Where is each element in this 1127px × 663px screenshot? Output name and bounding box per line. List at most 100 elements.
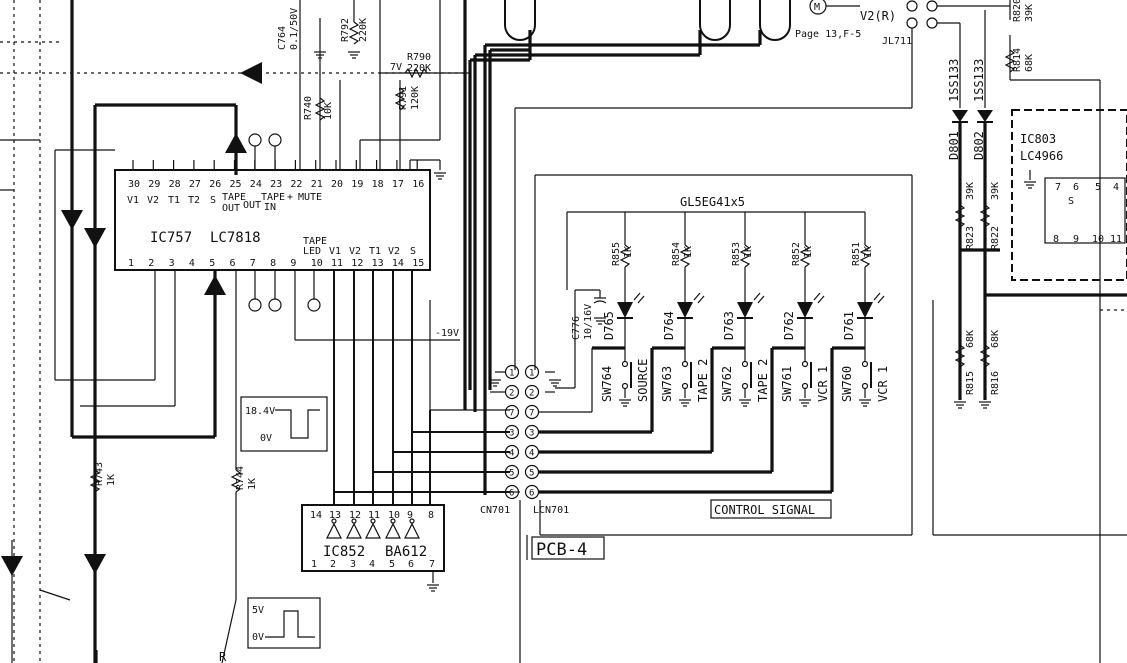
svg-text:R814: R814 — [1012, 48, 1023, 72]
ic852-part: BA612 — [385, 544, 427, 560]
connector-pin-number: 1 — [509, 369, 514, 379]
svg-text:0V: 0V — [252, 632, 264, 643]
right-section: 1SS133 1SS133 D801 D802 R823 39K R822 39… — [932, 0, 1127, 663]
svg-text:9: 9 — [1073, 234, 1079, 245]
svg-text:68K: 68K — [965, 330, 976, 348]
connector-pin-number: 5 — [509, 469, 514, 479]
svg-text:18.4V: 18.4V — [245, 406, 275, 417]
svg-text:R823: R823 — [965, 226, 976, 250]
ic852-pin-number: 10 — [388, 510, 400, 521]
control-signal-box: CONTROL SIGNAL — [710, 499, 832, 519]
svg-text:R790: R790 — [407, 52, 431, 63]
test-points — [248, 133, 321, 312]
connector-pin — [504, 364, 520, 380]
svg-text:V2: V2 — [388, 246, 400, 257]
svg-text:0V: 0V — [260, 433, 272, 444]
led-icon — [617, 302, 633, 318]
connector-pin-number: 3 — [529, 429, 534, 439]
inverter-gate-icon — [326, 522, 342, 539]
ic757-to-ic852-wires — [333, 270, 510, 505]
svg-text:CONTROL SIGNAL: CONTROL SIGNAL — [714, 503, 815, 517]
svg-text:8: 8 — [1053, 234, 1059, 245]
svg-text:10K: 10K — [323, 102, 334, 120]
svg-text:T2: T2 — [188, 195, 200, 206]
svg-text:39K: 39K — [1024, 4, 1035, 22]
svg-text:S: S — [410, 246, 416, 257]
ic757-pin-number: 4 — [189, 258, 195, 269]
svg-text:M: M — [814, 2, 820, 13]
connector-pin-number: 1 — [529, 369, 534, 379]
switch-ref: SW760 — [840, 366, 854, 402]
svg-text:T1: T1 — [168, 195, 180, 206]
svg-text:5: 5 — [1095, 182, 1101, 193]
ic757-pin-number: 24 — [250, 179, 262, 190]
svg-text:7: 7 — [1055, 182, 1061, 193]
led-resistor-value: 1K — [683, 246, 694, 258]
svg-text:TAPE: TAPE — [222, 192, 246, 203]
svg-text:4: 4 — [1113, 182, 1119, 193]
ic757-pin-number: 28 — [169, 179, 181, 190]
connector-pin-number: 5 — [529, 469, 534, 479]
svg-text:PCB-4: PCB-4 — [536, 540, 587, 560]
ic803-part: LC4966 — [1020, 149, 1063, 163]
inverter-gate-icon — [385, 522, 401, 539]
svg-text:68K: 68K — [990, 330, 1001, 348]
led-resistor-ref: R852 — [791, 242, 802, 266]
arrow-up-icon — [225, 133, 247, 153]
connector-pin — [504, 464, 520, 480]
inverter-bubble — [370, 518, 376, 524]
svg-text:V1: V1 — [127, 195, 139, 206]
center-bus — [429, 0, 913, 536]
svg-text:R743: R743 — [94, 462, 105, 486]
svg-text:R740: R740 — [303, 96, 314, 120]
svg-text:C764: C764 — [277, 26, 288, 50]
svg-text:C776: C776 — [571, 316, 582, 340]
ic852-pin-number: 9 — [407, 510, 413, 521]
led-resistor-value: 1K — [863, 246, 874, 258]
svg-text:120K: 120K — [410, 86, 421, 110]
svg-text:R816: R816 — [990, 371, 1001, 395]
svg-text:+: + — [287, 192, 293, 203]
inverter-bubble — [331, 518, 337, 524]
svg-text:7V: 7V — [390, 62, 402, 73]
lcn701-label: LCN701 — [533, 505, 569, 516]
svg-text:V1: V1 — [329, 246, 341, 257]
svg-text:1K: 1K — [247, 478, 258, 490]
ic757-pin-number: 27 — [189, 179, 201, 190]
svg-text:1SS133: 1SS133 — [972, 59, 986, 102]
led-ref: D761 — [842, 311, 856, 340]
left-bus-wires — [11, 0, 238, 663]
switch-label: TAPE 2 — [756, 359, 770, 402]
svg-text:OUT: OUT — [243, 200, 261, 211]
connector-pin — [504, 384, 520, 400]
svg-text:39K: 39K — [990, 182, 1001, 200]
switch-ref: SW761 — [780, 366, 794, 402]
led-icon — [737, 302, 753, 318]
led-resistor-value: 1K — [803, 246, 814, 258]
ic757-pin-number: 10 — [311, 258, 323, 269]
r743-resistor: R743 1K — [90, 440, 117, 493]
led-ref: D763 — [722, 311, 736, 340]
switch-label: SOURCE — [636, 359, 650, 402]
ic852-pin-number: 8 — [428, 510, 434, 521]
svg-text:D802: D802 — [972, 131, 986, 160]
svg-text:OUT: OUT — [222, 203, 240, 214]
ic757-pin-number: 30 — [128, 179, 140, 190]
waveform-box-1: 18.4V 0V — [240, 396, 328, 452]
svg-text:Page 13,F-5: Page 13,F-5 — [795, 29, 861, 40]
svg-text:V2: V2 — [147, 195, 159, 206]
connector-pin-number: 2 — [529, 389, 534, 399]
connector-pin-number: 6 — [529, 489, 534, 499]
connector-pin-number: 7 — [529, 409, 534, 419]
svg-text:TAPE: TAPE — [303, 236, 327, 247]
switch-label: TAPE 2 — [696, 359, 710, 402]
connector-pin — [504, 444, 520, 460]
led-resistor-ref: R854 — [671, 242, 682, 266]
connector-pin — [524, 464, 540, 480]
svg-text:6: 6 — [1073, 182, 1079, 193]
ic852-pin-number: 3 — [350, 559, 356, 570]
ic757-pin-number: 3 — [169, 258, 175, 269]
inverter-bubble — [390, 518, 396, 524]
led-ref: D764 — [662, 311, 676, 340]
